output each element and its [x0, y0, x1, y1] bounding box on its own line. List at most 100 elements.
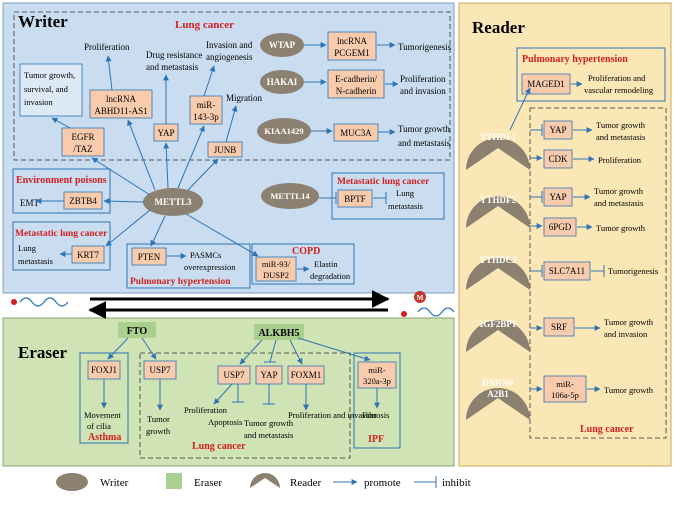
lung-met-right-1: Lung [396, 188, 415, 198]
tgm-writer-line1: Tumor growth [398, 124, 450, 134]
foxj1-out-2: of cilia [87, 421, 111, 431]
bptf-label: BPTF [344, 194, 366, 204]
tgm-writer-line2: and metastasis [398, 138, 451, 148]
usp7-fto-out-1: Tumor [147, 414, 170, 424]
mir106-line2: 106a-5p [551, 390, 579, 400]
maged1-box [521, 73, 571, 95]
eraser-apoptosis: Apoptosis [208, 417, 242, 427]
srf-label: SRF [551, 322, 567, 332]
eraser-inhibits [232, 339, 277, 405]
ythdf2-label: YTHDF2 [480, 195, 517, 205]
yap2-out-1: Tumor growth [594, 186, 644, 196]
junb-label: JUNB [214, 145, 237, 155]
slc-out: Tumorigenesis [608, 266, 658, 276]
met-lung-box-right [331, 172, 445, 220]
invasion-line2: angiogenesis [206, 52, 253, 62]
eraser-prolif: Proliferation [184, 405, 228, 415]
fibrosis-label: Fibrosis [362, 410, 389, 420]
foxj1-out-1: Movement [84, 410, 121, 420]
ipf-label: IPF [368, 434, 384, 445]
usp7-fto-label: USP7 [149, 365, 171, 375]
bptf-box [337, 189, 373, 208]
egfr-box [61, 127, 105, 157]
copd-label: COPD [292, 246, 320, 257]
alkbh5-tag [254, 324, 304, 340]
mir143-box [189, 95, 223, 125]
wtap-label: WTAP [269, 40, 296, 50]
pgd-box [543, 217, 577, 237]
mir93-box [255, 256, 297, 282]
writer-lung-cancer-region [13, 11, 451, 161]
mir93-line2: DUSP2 [263, 270, 289, 280]
mrna-wave-right [417, 307, 455, 317]
eraser-lung-cancer-region [139, 352, 351, 459]
yap1-out-2: and metastasis [596, 132, 645, 142]
legend-eraser-icon [166, 473, 182, 489]
copd-box [251, 243, 355, 285]
mrna-wave-left [19, 297, 69, 307]
mettl14-label: METTL14 [270, 191, 310, 201]
emt-label: EMT [20, 198, 40, 208]
asthma-box [79, 352, 129, 444]
ecad-box [327, 69, 385, 99]
legend-writer-icon [56, 473, 88, 491]
mettl14-oval [261, 183, 319, 209]
yap1-out-1: Tumor growth [596, 120, 646, 130]
prolif-inv-line1: Proliferation [400, 74, 446, 84]
writer-title: Writer [18, 12, 68, 31]
ph-writer-box [126, 243, 251, 289]
lung-met-left-2: metastasis [18, 256, 53, 266]
foxm1-label: FOXM1 [291, 370, 322, 380]
pgd-label: 6PGD [549, 222, 572, 232]
prolif-inv-line2: and invasion [400, 86, 446, 96]
mir320-line2: 320a-3p [363, 376, 391, 386]
pten-label: PTEN [138, 252, 161, 262]
cdk-label: CDK [548, 154, 568, 164]
ecad-line1: E-cadherin/ [335, 74, 377, 84]
zbtb4-label: ZBTB4 [69, 196, 97, 206]
srf-box [543, 317, 575, 337]
legend-promote-label: promote [364, 477, 401, 489]
tumor-growth-line3: invasion [24, 97, 54, 107]
lung-met-right-2: metastasis [388, 201, 423, 211]
legend-inhibit-label: inhibit [442, 477, 471, 489]
yap-reader-2-label: YAP [549, 192, 566, 202]
writer-inhibits [319, 192, 387, 204]
usp7-alk-label: USP7 [223, 370, 245, 380]
tumor-growth-line1: Tumor growth, [24, 70, 75, 80]
slc-label: SLC7A11 [549, 266, 585, 276]
legend-writer-label: Writer [100, 477, 129, 489]
foxj1-label: FOXJ1 [91, 365, 117, 375]
yap-writer-label: YAP [157, 128, 174, 138]
env-poison-box [12, 168, 111, 214]
abhd-line2: ABHD11-AS1 [94, 106, 147, 116]
mir320-box [357, 361, 397, 389]
cdk-out: Proliferation [598, 155, 642, 165]
usp7-fto-out-2: growth [146, 426, 171, 436]
asthma-label: Asthma [88, 432, 121, 443]
yap-reader-2-box [543, 187, 573, 207]
mettl3-oval [143, 188, 203, 216]
mir106-out: Tumor growth [604, 385, 654, 395]
invasion-line1: Invasion and [206, 40, 253, 50]
reader-lung-cancer-region [529, 107, 667, 439]
proliferation-label: Proliferation [84, 42, 130, 52]
yap-reader-1-label: YAP [549, 125, 566, 135]
legend-reader-label: Reader [290, 477, 321, 489]
egfr-line1: EGFR [71, 132, 94, 142]
mettl3-label: METTL3 [154, 197, 192, 207]
reader-ph-label: Pulmonary hypertension [522, 54, 628, 65]
ythdf1-label: YTHDF1 [480, 132, 517, 142]
alkbh5-label: ALKBH5 [258, 328, 299, 339]
hnrnp-line1: HNRNP [482, 378, 514, 388]
yap2-out-2: and metastasis [594, 198, 643, 208]
legend-eraser-label: Eraser [194, 477, 222, 489]
yap-reader-1-box [543, 120, 573, 140]
usp7-alk-box [217, 365, 251, 385]
eraser-lung-cancer-label: Lung cancer [192, 441, 246, 452]
ythdc2-label: YTHDC2 [479, 255, 517, 265]
tumor-growth-line2: survival, and [24, 84, 69, 94]
maged1-out-2: vascular remodeling [584, 85, 654, 95]
slc-box [543, 261, 591, 281]
